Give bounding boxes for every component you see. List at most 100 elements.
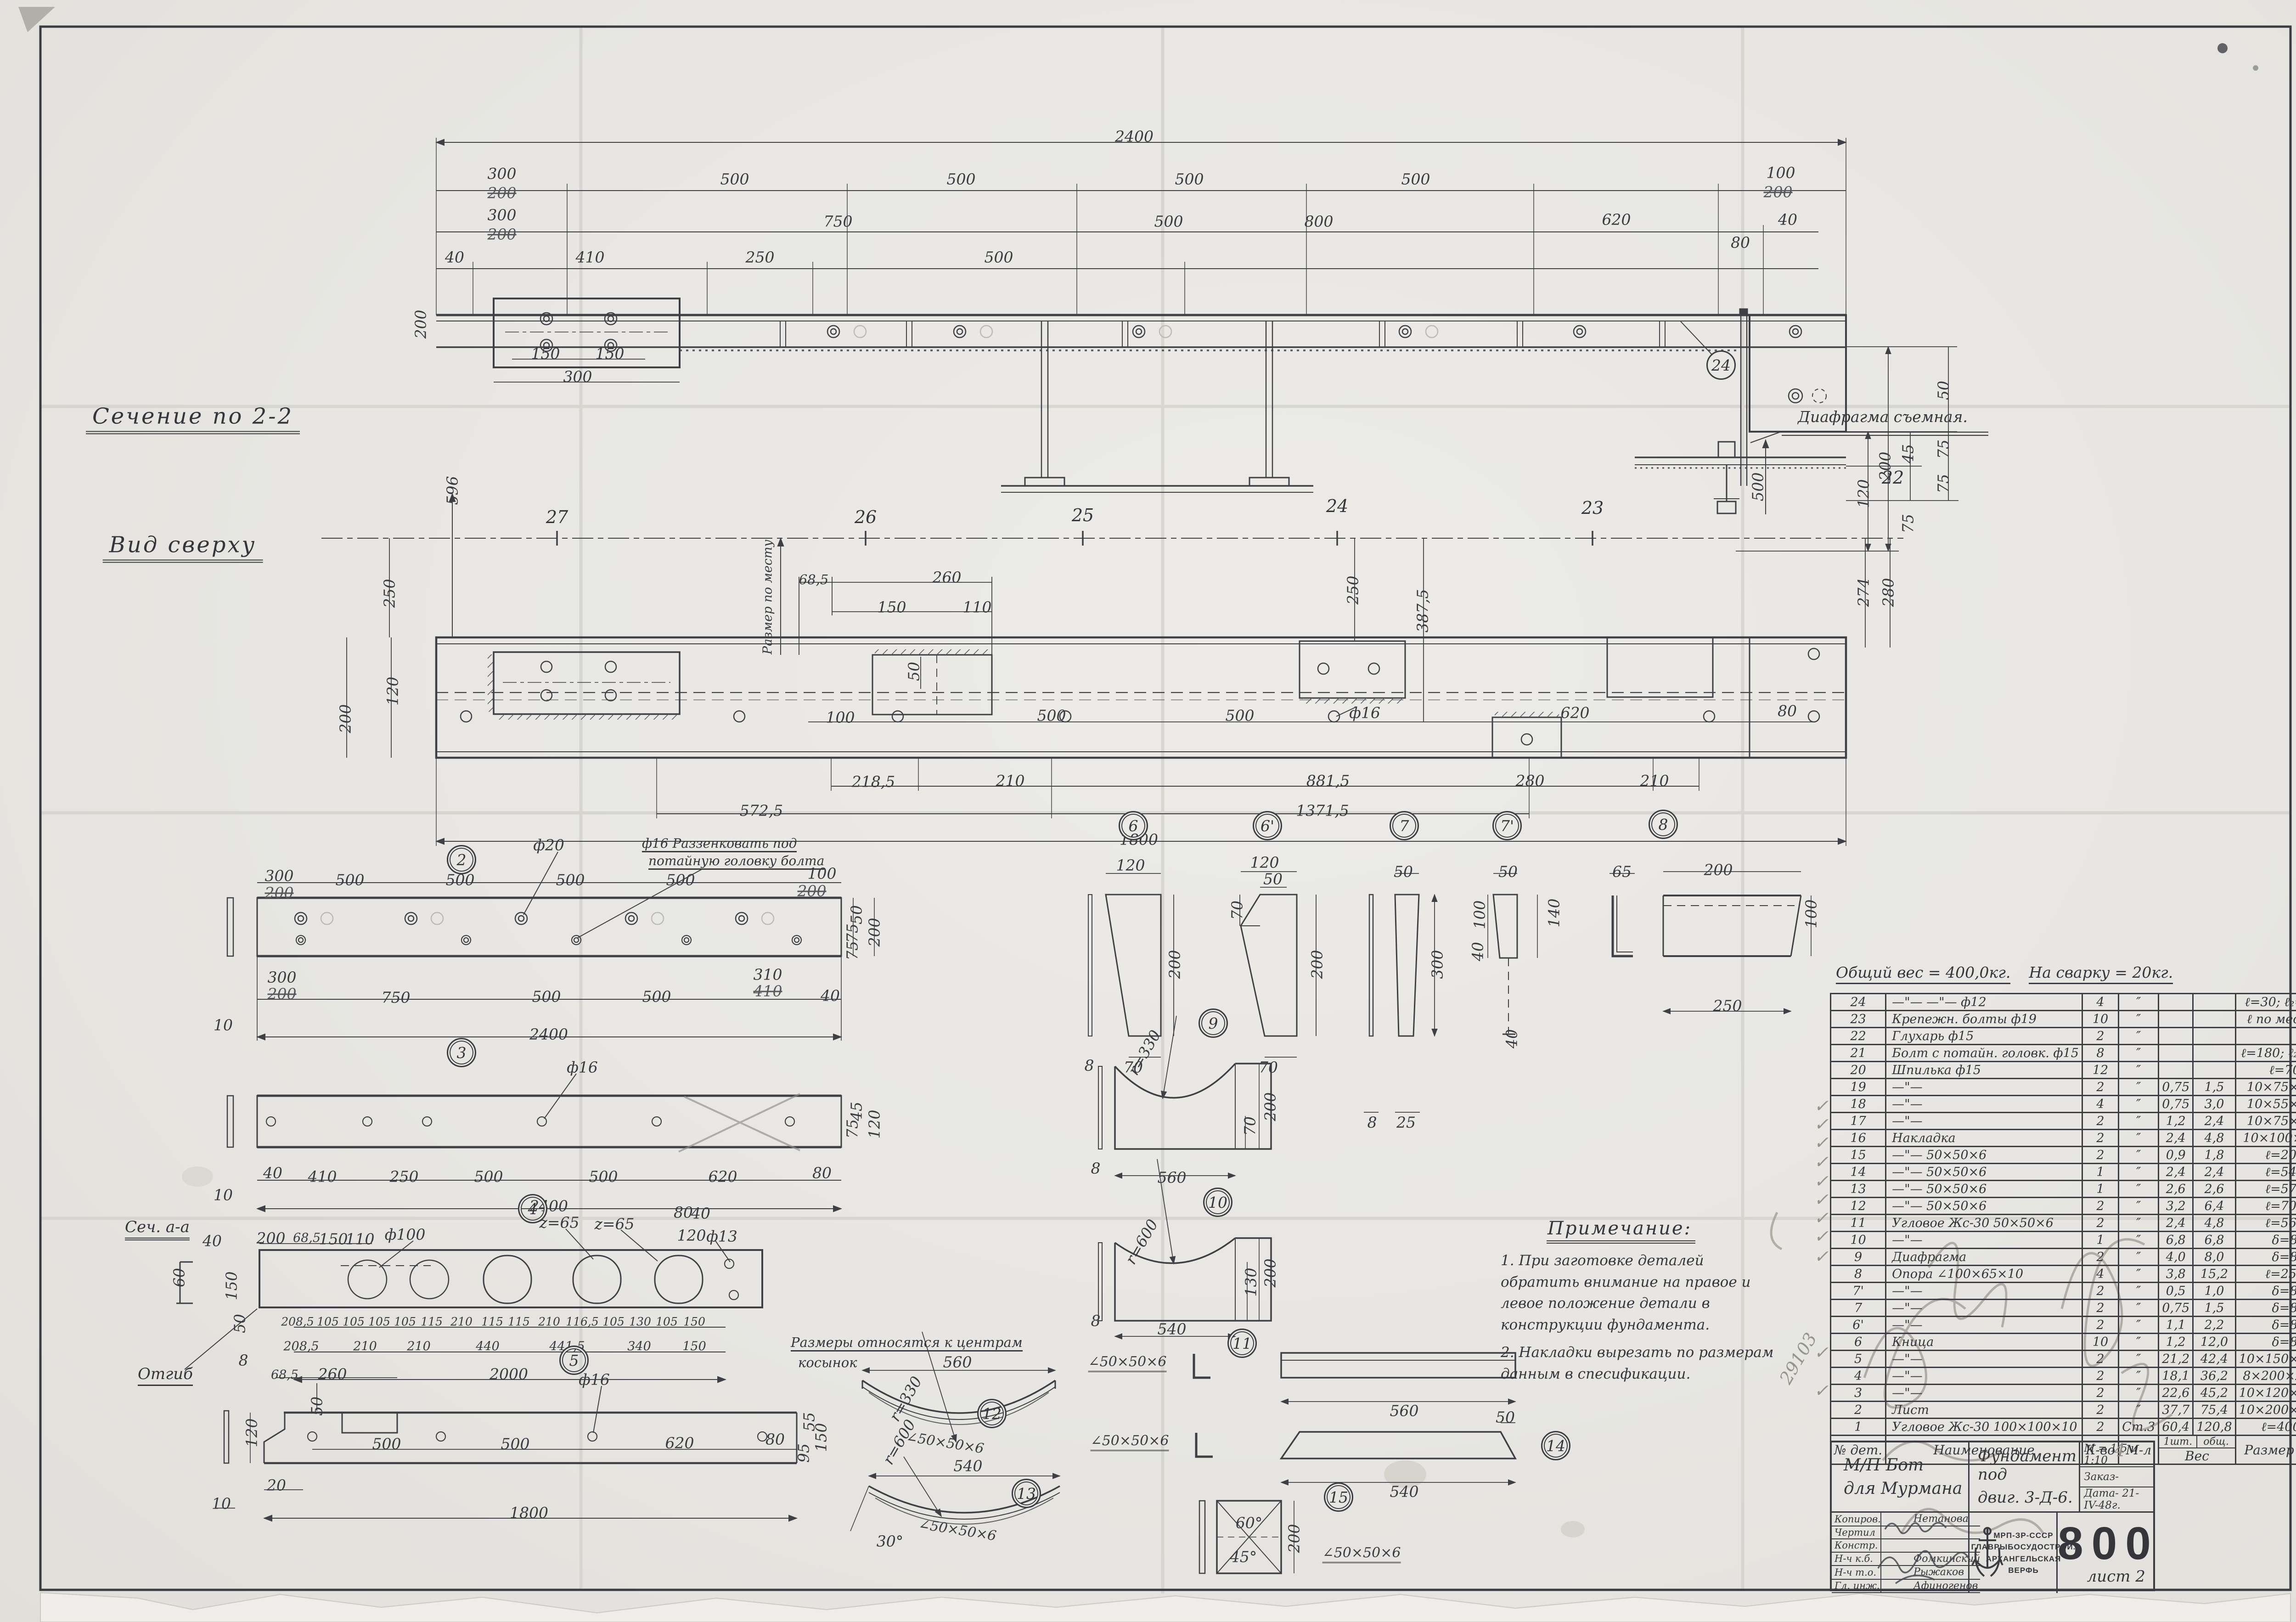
dimension-label: 300	[267, 968, 297, 986]
spec-cell: 18,1	[2158, 1367, 2194, 1385]
dimension-label: 120	[1116, 856, 1145, 874]
spec-cell: ″	[2118, 1180, 2160, 1198]
dimension-label: 150	[595, 344, 625, 363]
spec-cell: 12	[1829, 1197, 1887, 1215]
dimension-label: 110	[962, 598, 992, 616]
spec-header-weight: 1шт. общ. Вес	[2158, 1435, 2236, 1465]
spec-cell: 1,2	[2158, 1112, 2194, 1130]
spec-row-18: 18—"—4″0,753,010×55×175	[1829, 1095, 2296, 1113]
dimension-label: 208,5	[281, 1315, 314, 1329]
spec-row-15: 15—"— 50×50×62″0,91,8ℓ=200	[1829, 1146, 2296, 1164]
dimension-label: 500	[501, 1435, 530, 1453]
spec-cell: Крепежн. болты ф19	[1885, 1010, 2083, 1028]
dimension-label: 40	[1778, 210, 1797, 229]
dimension-label: 140	[1545, 898, 1563, 928]
spec-cell: 24	[1829, 993, 1887, 1011]
dimension-label: 68,5	[293, 1231, 321, 1245]
spec-cell	[2192, 1044, 2236, 1062]
dimension-label: 560	[943, 1353, 972, 1371]
dimension-label: 572,5	[739, 801, 783, 820]
dimension-label: 620	[708, 1167, 737, 1186]
sig-name: Афиногенов	[1881, 1580, 1981, 1593]
dimension-label: 200	[264, 884, 294, 902]
dimension-label: 68,5	[799, 572, 829, 587]
dimension-label: 620	[1602, 210, 1631, 229]
spec-cell: 3	[1829, 1384, 1887, 1402]
spec-cell: 15,2	[2192, 1265, 2236, 1283]
dimension-label: 40	[821, 986, 840, 1005]
spec-cell: ℓ=180; ℓ₂=50;	[2234, 1044, 2296, 1062]
spec-cell: ″	[2118, 1146, 2160, 1164]
spec-cell: 1	[2081, 1163, 2120, 1181]
spec-cell: 1,0	[2192, 1282, 2236, 1300]
spec-cell: 8×200×2000	[2234, 1367, 2296, 1385]
spec-cell: 36,2	[2192, 1367, 2236, 1385]
dimension-label: 500	[1154, 212, 1183, 231]
spec-cell: 10×120×2400	[2234, 1384, 2296, 1402]
dimension-label: 50	[1263, 870, 1283, 888]
detail-balloon-11: 11	[1227, 1329, 1257, 1358]
dimension-label: z=65	[539, 1213, 580, 1232]
spec-cell: —"—	[1885, 1231, 2083, 1249]
dimension-label: 250	[1713, 997, 1742, 1015]
dimension-label: 50	[905, 662, 923, 681]
spec-cell: 2	[2081, 1316, 2120, 1334]
spec-cell: ″	[2118, 1197, 2160, 1215]
dimension-label: 750	[823, 212, 853, 231]
spec-cell: ″	[2118, 1231, 2160, 1249]
dimension-label: 596	[443, 476, 461, 505]
spec-row-4: 4—"—2″18,136,28×200×2000	[1829, 1367, 2296, 1385]
dimension-label: 80	[1731, 233, 1750, 252]
dimension-label: 310	[753, 965, 782, 984]
dimension-label: 500	[946, 170, 976, 188]
org-line-3: АРХАНГЕЛЬСКАЯ	[1986, 1554, 2061, 1563]
dimension-label: 210	[407, 1339, 431, 1354]
spec-cell: ″	[2118, 1078, 2160, 1096]
spec-cell: 1,5	[2192, 1299, 2236, 1317]
spec-cell: 10×75×200	[2234, 1112, 2296, 1130]
dimension-label: 120	[865, 1109, 884, 1139]
dimension-label: 20	[267, 1476, 286, 1494]
weld-weight-text: На сварку = 20кг.	[2029, 963, 2173, 984]
dimension-label: 75	[1899, 514, 1917, 533]
dimension-label: 50	[308, 1397, 326, 1416]
dimension-label: 110	[345, 1230, 375, 1248]
spec-cell: 2	[2081, 1282, 2120, 1300]
dimension-label: 210	[353, 1339, 377, 1354]
dimension-label: ✓	[1814, 1380, 1829, 1401]
spec-cell: 4,0	[2158, 1248, 2194, 1266]
spec-cell: Угловое Жс-30 50×50×6	[1885, 1214, 2083, 1232]
spec-cell: 0,5	[2158, 1282, 2194, 1300]
section-mark-26: 26	[854, 507, 877, 527]
detail-balloon-2: 2	[447, 845, 476, 874]
spec-cell: 2,4	[2158, 1129, 2194, 1147]
spec-cell: 19	[1829, 1078, 1887, 1096]
dimension-label: 75	[1934, 439, 1953, 459]
sig-role: Копиров.	[1832, 1513, 1881, 1526]
spec-header-size: Размер ост	[2234, 1435, 2296, 1465]
spec-cell: 5	[1829, 1350, 1887, 1368]
title-block-scale: М = 1:5 и 1:10	[2080, 1442, 2154, 1467]
dimension-label: 40	[203, 1232, 222, 1250]
spec-cell: 4	[2081, 993, 2120, 1011]
detail-balloon-9: 9	[1199, 1008, 1228, 1038]
spec-cell: ℓ=30; ℓ₂=20;	[2234, 993, 2296, 1011]
dimension-label: 50	[1934, 381, 1953, 400]
dimension-label: 210	[996, 772, 1025, 790]
dimension-label: 2400	[1115, 127, 1154, 146]
dimension-label: 210	[538, 1315, 560, 1329]
dimension-label: 280	[1515, 772, 1545, 790]
dimension-label: 95	[794, 1443, 813, 1463]
dimension-label: 80	[674, 1203, 693, 1222]
dimension-label: 200	[256, 1229, 286, 1247]
dimension-label: 210	[1640, 772, 1669, 790]
spec-cell: 18	[1829, 1095, 1887, 1113]
dimension-label: 116,5	[566, 1315, 599, 1329]
spec-cell: ″	[2118, 1401, 2160, 1419]
spec-cell: 22	[1829, 1027, 1887, 1045]
spec-cell: δ=8	[2234, 1231, 2296, 1249]
